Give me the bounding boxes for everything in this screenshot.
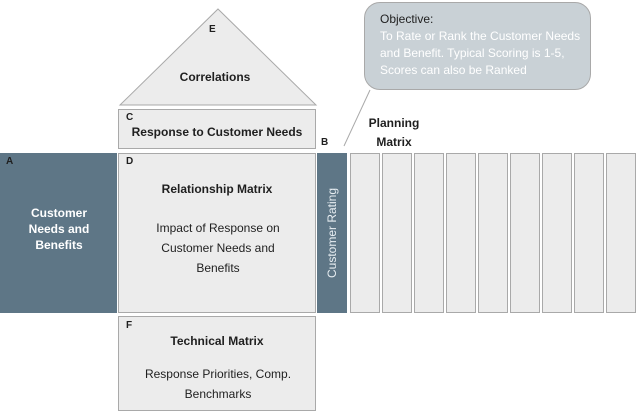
planning-column	[414, 153, 444, 313]
planning-column	[478, 153, 508, 313]
section-letter-b: B	[321, 137, 329, 148]
technical-matrix-panel	[118, 316, 316, 411]
planning-column	[446, 153, 476, 313]
technical-matrix-text: Response Priorities, Comp. Benchmarks	[144, 367, 292, 401]
objective-title: Objective:	[380, 12, 434, 26]
customer-rating-text: Customer Rating	[325, 187, 340, 279]
planning-matrix-title: Planning Matrix	[368, 116, 420, 149]
response-panel	[118, 109, 316, 149]
objective-callout-pointer	[343, 89, 371, 147]
section-letter-d: D	[126, 156, 134, 167]
planning-column	[606, 153, 636, 313]
planning-column	[382, 153, 412, 313]
section-letter-f: F	[126, 320, 133, 331]
correlations-title: Correlations	[179, 70, 251, 84]
customer-needs-title: Customer Needs and Benefits	[28, 206, 90, 252]
relationship-matrix-panel	[118, 153, 316, 313]
response-title: Response to Customer Needs	[131, 125, 303, 139]
customer-rating-label: Customer Rating	[317, 153, 347, 313]
objective-text: To Rate or Rank the Customer Needs and B…	[380, 29, 581, 77]
section-letter-c: C	[126, 112, 134, 123]
planning-column	[510, 153, 540, 313]
relationship-matrix-title: Relationship Matrix	[161, 182, 273, 196]
planning-column	[574, 153, 604, 313]
customer-rating-column	[317, 153, 347, 313]
customer-needs-panel	[0, 153, 117, 313]
objective-callout	[364, 2, 591, 90]
planning-column	[350, 153, 380, 313]
section-letter-a: A	[6, 156, 14, 167]
planning-column	[542, 153, 572, 313]
technical-matrix-title: Technical Matrix	[170, 334, 264, 348]
relationship-matrix-text: Impact of Response on Customer Needs and…	[156, 221, 280, 275]
section-letter-e: E	[209, 24, 216, 35]
correlations-roof	[118, 8, 318, 106]
